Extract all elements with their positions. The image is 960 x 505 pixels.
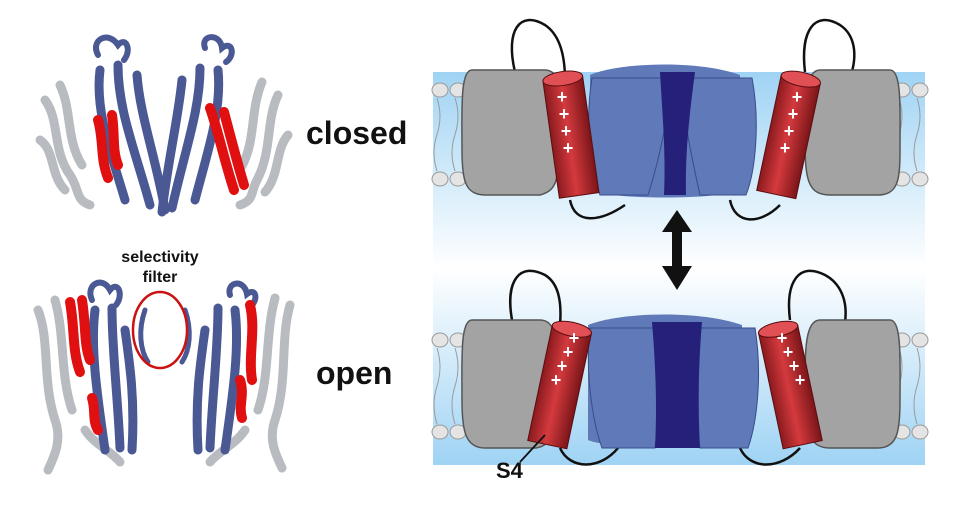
lipid-head (431, 332, 449, 348)
lipid-head (431, 82, 449, 98)
charge: + (792, 87, 803, 107)
lipid-tail (451, 97, 459, 172)
s4-helix (756, 70, 821, 200)
lipid-head (911, 82, 929, 98)
charge: + (784, 121, 795, 141)
s4-leader-line (519, 434, 546, 463)
lipid-tail (913, 347, 921, 425)
charge: + (783, 342, 794, 362)
lipid-tail (433, 97, 441, 172)
charge: + (788, 104, 799, 124)
charge: + (789, 356, 800, 376)
lipid-tail (433, 347, 441, 425)
open-channel-schematic: + + + + + + + + (461, 269, 901, 466)
charge: + (569, 328, 580, 348)
selectivity-filter-circle (131, 290, 189, 370)
charge: + (563, 138, 574, 158)
closed-channel-structure (35, 34, 293, 217)
selectivity-label-line1: selectivity (121, 249, 198, 266)
lipid-tail (913, 97, 921, 172)
pore-domain (587, 327, 663, 449)
pore (652, 322, 702, 448)
closed-label: closed (306, 115, 407, 151)
charge: + (563, 342, 574, 362)
selectivity-label-line2: filter (143, 269, 178, 286)
pore (660, 72, 695, 195)
transition-arrow (662, 210, 692, 290)
charge: + (557, 87, 568, 107)
charge: + (557, 356, 568, 376)
charge: + (559, 104, 570, 124)
charge: + (780, 138, 791, 158)
lipid-head (911, 424, 929, 440)
charge: + (551, 370, 562, 390)
open-channel-structure (33, 279, 295, 475)
charge: + (795, 370, 806, 390)
gray-domain (804, 319, 901, 449)
lipid-head (431, 424, 449, 440)
charge: + (777, 328, 788, 348)
pore-domain (690, 327, 760, 449)
open-label: open (316, 355, 392, 391)
lipid-tail (451, 347, 459, 425)
closed-channel-schematic: + + + + + + + + (461, 18, 901, 221)
s4-helix (542, 70, 600, 199)
lipid-head (911, 171, 929, 187)
s4-label: S4 (496, 458, 524, 483)
lipid-head (911, 332, 929, 348)
s4-helix (757, 320, 823, 450)
lipid-head (431, 171, 449, 187)
s4-helix (527, 320, 593, 450)
charge: + (561, 121, 572, 141)
